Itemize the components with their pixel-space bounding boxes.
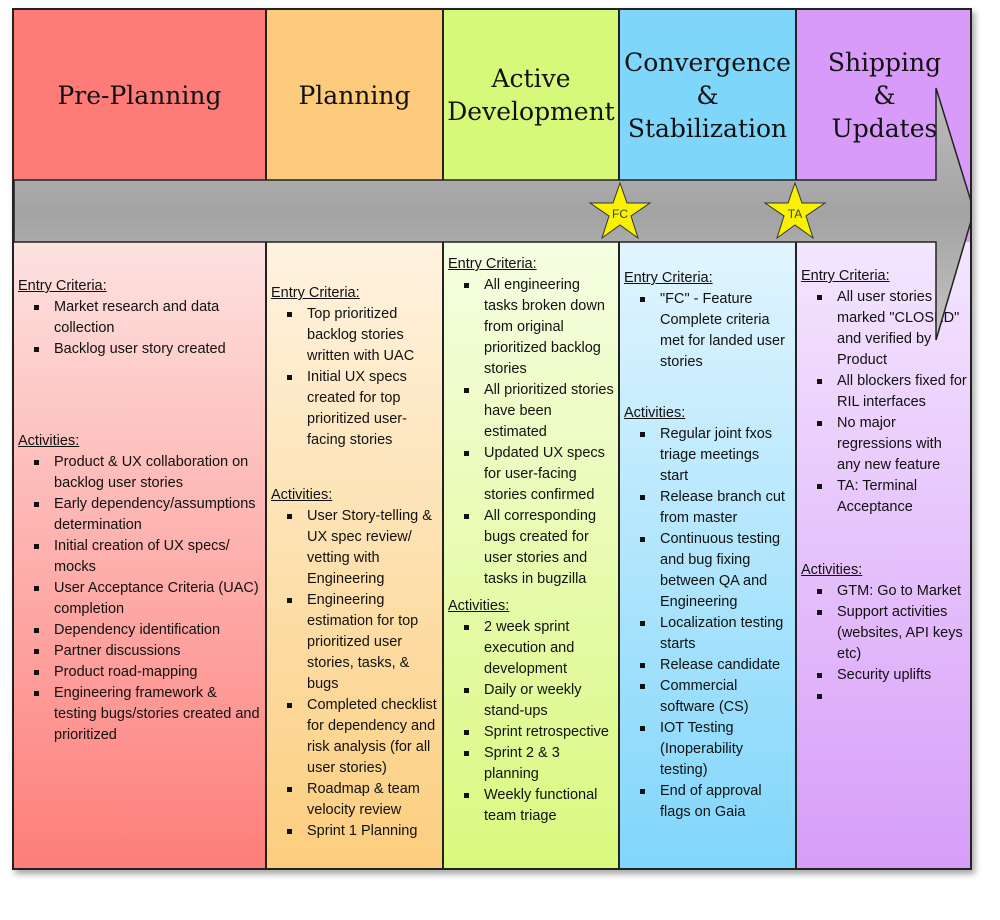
phase-body <box>620 242 795 868</box>
list-item: All engineering tasks broken down from o… <box>464 275 614 380</box>
phase-content: Activities: GTM: Go to Market Support ac… <box>801 560 968 699</box>
list-item: Market research and data collection <box>34 297 261 339</box>
entry-criteria-title: Entry Criteria: <box>271 285 360 301</box>
list-item: Continuous testing and bug fixing betwee… <box>640 529 791 613</box>
phase-title: Pre-Planning <box>57 80 222 110</box>
list-item: Sprint 1 Planning <box>287 821 438 842</box>
phase-title: Active Development <box>447 64 615 126</box>
list-item: Release branch cut from master <box>640 487 791 529</box>
list-item: All corresponding bugs created for user … <box>464 506 614 590</box>
list-item: Updated UX specs for user-facing stories… <box>464 443 614 506</box>
list-item: 2 week sprint execution and development <box>464 617 614 680</box>
phase-content: Activities: 2 week sprint execution and … <box>448 596 614 827</box>
list-item: End of approval flags on Gaia <box>640 781 791 823</box>
phase-pre-planning: Pre-Planning Entry Criteria: Market rese… <box>14 10 267 868</box>
phase-content: Entry Criteria: Market research and data… <box>18 276 261 360</box>
list-item: All blockers fixed for RIL interfaces <box>817 371 968 413</box>
entry-criteria-title: Entry Criteria: <box>18 278 107 294</box>
list-item: Localization testing starts <box>640 613 791 655</box>
list-item: Security uplifts <box>817 665 968 686</box>
activities-title: Activities: <box>801 562 863 578</box>
entry-criteria-title: Entry Criteria: <box>801 268 890 284</box>
list-item: GTM: Go to Market <box>817 581 968 602</box>
list-item: Product road-mapping <box>34 662 261 683</box>
entry-criteria-list: All engineering tasks broken down from o… <box>448 275 614 590</box>
list-item: Backlog user story created <box>34 339 261 360</box>
milestone-label: FC <box>612 207 628 221</box>
entry-criteria-list: Market research and data collection Back… <box>18 297 261 360</box>
activities-list: Regular joint fxos triage meetings start… <box>624 424 791 823</box>
list-item: Commercial software (CS) <box>640 676 791 718</box>
list-item: IOT Testing (Inoperability testing) <box>640 718 791 781</box>
activities-list: User Story-telling & UX spec review/ vet… <box>271 506 438 842</box>
list-item: Completed checklist for dependency and r… <box>287 695 438 779</box>
list-item: "FC" - Feature Complete criteria met for… <box>640 289 791 373</box>
list-item: Product & UX collaboration on backlog us… <box>34 452 261 494</box>
entry-criteria-list: Top prioritized backlog stories written … <box>271 304 438 451</box>
entry-criteria-list: All user stories marked "CLOSED" and ver… <box>801 287 968 518</box>
phase-body <box>267 242 442 868</box>
milestone-star-ta: TA <box>763 182 827 240</box>
list-item: Top prioritized backlog stories written … <box>287 304 438 367</box>
list-item: Roadmap & team velocity review <box>287 779 438 821</box>
entry-criteria-title: Entry Criteria: <box>448 256 537 272</box>
phase-title: Planning <box>298 80 411 110</box>
phase-content: Activities: User Story-telling & UX spec… <box>271 485 438 842</box>
phase-body <box>14 242 265 868</box>
activities-title: Activities: <box>18 433 80 449</box>
phase-content: Activities: Product & UX collaboration o… <box>18 431 261 746</box>
list-item: User Story-telling & UX spec review/ vet… <box>287 506 438 590</box>
phase-content: Entry Criteria: All user stories marked … <box>801 266 968 518</box>
phase-header: Active Development <box>444 10 618 180</box>
list-item: Engineering framework & testing bugs/sto… <box>34 683 261 746</box>
phase-header: Planning <box>267 10 442 180</box>
list-item: Initial creation of UX specs/ mocks <box>34 536 261 578</box>
phase-shipping-updates: Shipping & Updates Entry Criteria: All u… <box>797 10 970 868</box>
timeline-diagram: Pre-Planning Entry Criteria: Market rese… <box>12 8 972 870</box>
list-item: Partner discussions <box>34 641 261 662</box>
phase-title: Convergence & Stabilization <box>624 47 791 143</box>
list-item: Dependency identification <box>34 620 261 641</box>
milestone-label: TA <box>788 207 802 221</box>
list-item: Daily or weekly stand-ups <box>464 680 614 722</box>
list-item: User Acceptance Criteria (UAC) completio… <box>34 578 261 620</box>
activities-list: GTM: Go to Market Support activities (we… <box>801 581 968 699</box>
phase-active-development: Active Development Entry Criteria: All e… <box>444 10 620 868</box>
phase-content: Entry Criteria: Top prioritized backlog … <box>271 283 438 451</box>
phase-planning: Planning Entry Criteria: Top prioritized… <box>267 10 444 868</box>
list-item: Early dependency/assumptions determinati… <box>34 494 261 536</box>
milestone-star-fc: FC <box>588 182 652 240</box>
entry-criteria-list: "FC" - Feature Complete criteria met for… <box>624 289 791 373</box>
phase-header: Convergence & Stabilization <box>620 10 795 180</box>
activities-title: Activities: <box>271 487 333 503</box>
list-item: No major regressions with any new featur… <box>817 413 968 476</box>
list-item: Engineering estimation for top prioritiz… <box>287 590 438 695</box>
phase-header: Pre-Planning <box>14 10 265 180</box>
phase-title: Shipping & Updates <box>827 47 942 143</box>
phase-content: Activities: Regular joint fxos triage me… <box>624 403 791 823</box>
list-item: Release candidate <box>640 655 791 676</box>
phase-convergence-stabilization: Convergence & Stabilization Entry Criter… <box>620 10 797 868</box>
activities-list: 2 week sprint execution and development … <box>448 617 614 827</box>
list-item: All prioritized stories have been estima… <box>464 380 614 443</box>
activities-title: Activities: <box>624 405 686 421</box>
phase-content: Entry Criteria: All engineering tasks br… <box>448 254 614 590</box>
list-item: Regular joint fxos triage meetings start <box>640 424 791 487</box>
list-item: Support activities (websites, API keys e… <box>817 602 968 665</box>
list-item: Sprint 2 & 3 planning <box>464 743 614 785</box>
list-item: Sprint retrospective <box>464 722 614 743</box>
phase-content: Entry Criteria: "FC" - Feature Complete … <box>624 268 791 373</box>
list-item: All user stories marked "CLOSED" and ver… <box>817 287 968 371</box>
phase-header: Shipping & Updates <box>797 10 970 180</box>
phase-body <box>444 242 618 868</box>
entry-criteria-title: Entry Criteria: <box>624 270 713 286</box>
list-item: TA: Terminal Acceptance <box>817 476 968 518</box>
list-item: Weekly functional team triage <box>464 785 614 827</box>
activities-title: Activities: <box>448 598 510 614</box>
phase-body <box>797 242 970 868</box>
list-item: Initial UX specs created for top priorit… <box>287 367 438 451</box>
activities-list: Product & UX collaboration on backlog us… <box>18 452 261 746</box>
